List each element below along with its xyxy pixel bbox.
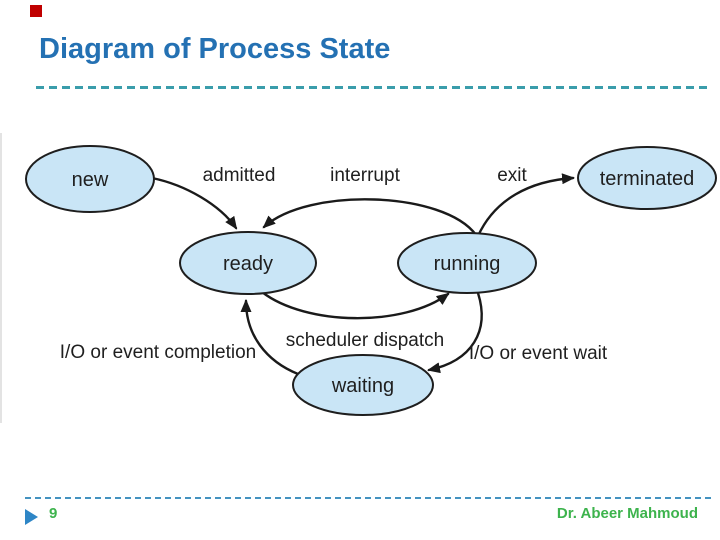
transition-interrupt-label: interrupt — [330, 165, 400, 186]
transition-io-wait-arrow — [427, 291, 483, 374]
transition-exit-arrow — [476, 173, 575, 238]
page-title: Diagram of Process State — [39, 33, 391, 65]
transition-scheduler-dispatch-arrow — [260, 290, 450, 320]
state-ready-ellipse — [179, 231, 317, 295]
state-new-label: new — [72, 169, 109, 191]
footer-divider — [25, 497, 713, 499]
figure-edge-line — [0, 133, 2, 423]
transition-admitted-label: admitted — [203, 165, 276, 186]
state-ready-label: ready — [223, 253, 273, 275]
transition-io-completion-arrow — [240, 299, 300, 376]
state-running-label: running — [434, 253, 501, 275]
state-waiting-label: waiting — [331, 375, 394, 397]
state-waiting-ellipse — [292, 354, 434, 416]
author-credit: Dr. Abeer Mahmoud — [556, 505, 698, 522]
page-number: 9 — [49, 505, 58, 522]
transition-admitted-arrow — [150, 176, 238, 230]
transition-exit-label: exit — [497, 165, 527, 186]
state-new-ellipse — [25, 145, 155, 213]
process-state-diagram: new ready running waiting terminated adm… — [8, 133, 718, 425]
transition-scheduler-dispatch-label: scheduler dispatch — [286, 330, 444, 351]
state-running-ellipse — [397, 232, 537, 294]
state-terminated-ellipse — [577, 146, 717, 210]
page-marker-triangle-icon — [25, 509, 38, 525]
state-terminated-label: terminated — [600, 168, 695, 190]
transition-io-completion-label: I/O or event completion — [60, 342, 256, 363]
header-divider — [36, 86, 712, 89]
state-diagram-svg: new ready running waiting terminated adm… — [25, 145, 717, 416]
transition-interrupt-arrow — [262, 198, 478, 237]
transition-io-wait-label: I/O or event wait — [469, 343, 608, 364]
accent-square — [30, 5, 42, 17]
